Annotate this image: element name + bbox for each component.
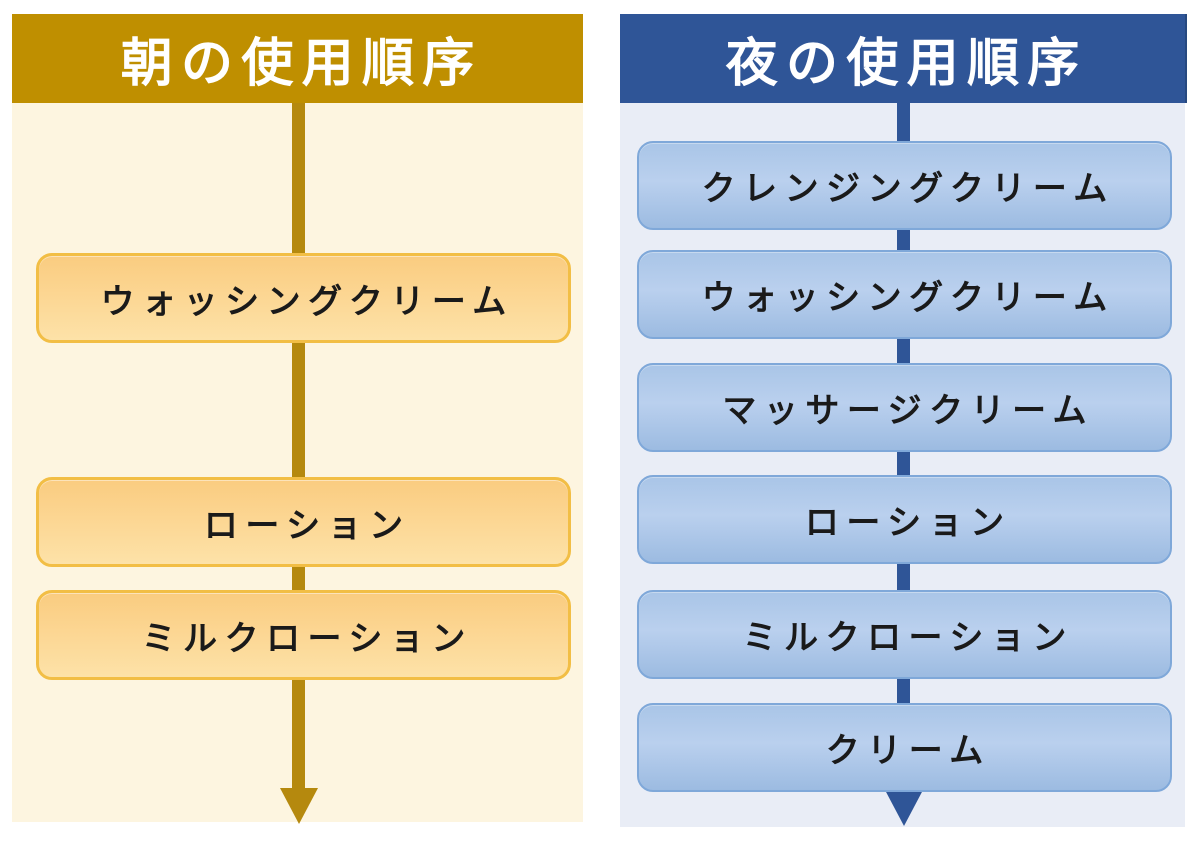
morning-flow-arrow-line — [292, 103, 305, 790]
step-label: ローション — [203, 505, 411, 546]
step-label: ウォッシングクリーム — [100, 281, 514, 322]
night-step-lotion: ローション — [637, 475, 1172, 564]
night-routine-panel: 夜の使用順序 クレンジングクリーム ウォッシングクリーム マッサージクリーム ロ… — [620, 14, 1187, 827]
night-step-cream: クリーム — [637, 703, 1172, 792]
morning-flow-arrowhead-icon — [280, 788, 318, 824]
night-step-washing-cream: ウォッシングクリーム — [637, 250, 1172, 339]
morning-step-lotion: ローション — [36, 477, 571, 567]
night-step-massage-cream: マッサージクリーム — [637, 363, 1172, 452]
night-panel-title: 夜の使用順序 — [620, 14, 1187, 103]
night-step-milk-lotion: ミルクローション — [637, 590, 1172, 679]
step-label: クリーム — [825, 731, 991, 771]
morning-routine-panel: 朝の使用順序 ウォッシングクリーム ローション ミルクローション — [12, 14, 583, 824]
step-label: マッサージクリーム — [722, 391, 1095, 431]
morning-step-milk-lotion: ミルクローション — [36, 590, 571, 680]
step-label: クレンジングクリーム — [701, 169, 1115, 209]
step-label: ウォッシングクリーム — [701, 278, 1115, 318]
morning-panel-title: 朝の使用順序 — [12, 14, 583, 103]
step-label: ローション — [804, 503, 1012, 543]
step-label: ミルクローション — [742, 618, 1074, 658]
night-flow-arrowhead-icon — [885, 790, 923, 826]
morning-step-washing-cream: ウォッシングクリーム — [36, 253, 571, 343]
step-label: ミルクローション — [141, 618, 473, 659]
night-step-cleansing-cream: クレンジングクリーム — [637, 141, 1172, 230]
